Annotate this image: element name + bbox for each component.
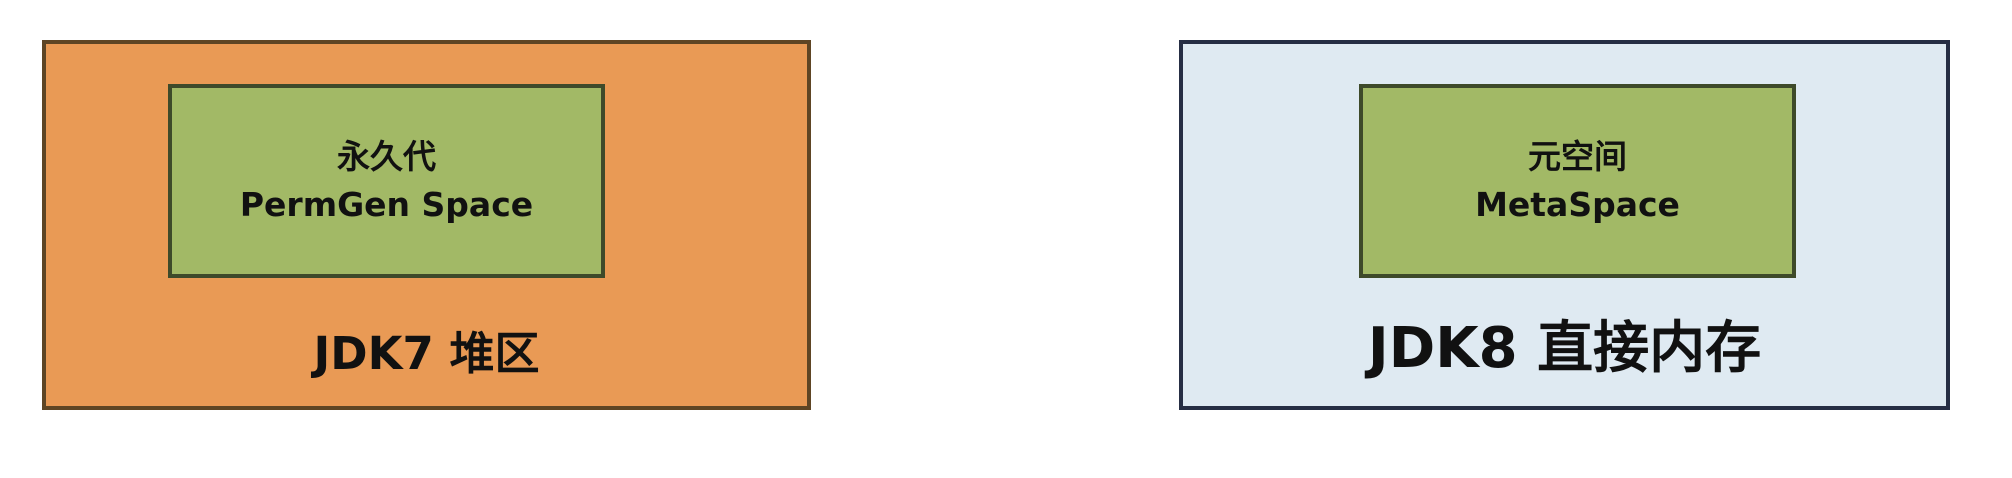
permgen-en-label: PermGen Space — [239, 185, 534, 224]
metaspace-box: 元空间 MetaSpace — [1359, 84, 1796, 278]
permgen-cn-label: 永久代 — [337, 137, 436, 176]
permgen-space-box: 永久代 PermGen Space — [168, 84, 605, 278]
jdk8-native-memory-label: JDK8 直接内存 — [1367, 316, 1762, 381]
metaspace-en-label: MetaSpace — [1475, 185, 1680, 224]
jdk8-native-memory-box: 元空间 MetaSpace JDK8 直接内存 — [1179, 40, 1950, 410]
jdk7-heap-box: 永久代 PermGen Space JDK7 堆区 — [42, 40, 811, 410]
jdk7-heap-label: JDK7 堆区 — [313, 327, 540, 380]
metaspace-cn-label: 元空间 — [1528, 137, 1627, 176]
